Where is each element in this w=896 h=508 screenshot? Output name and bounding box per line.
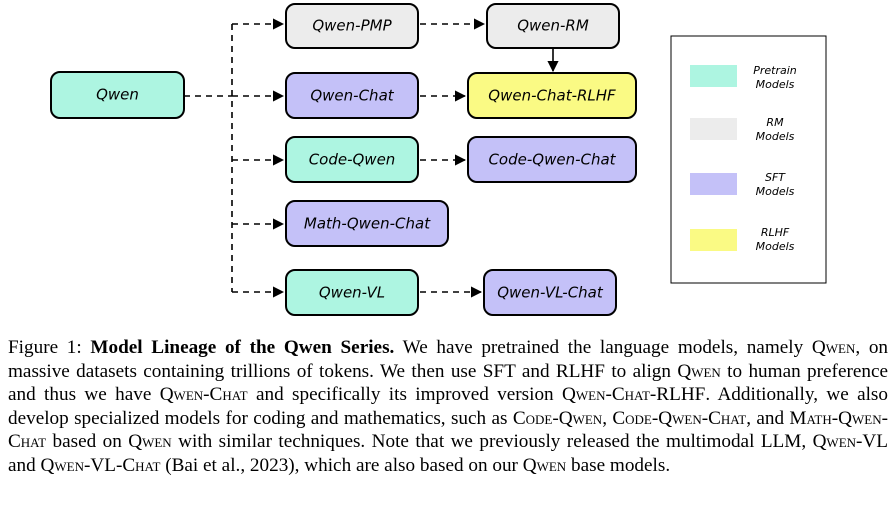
caption-model-name: Qwen-VL: [812, 431, 888, 452]
caption-text: We have pretrained the language models, …: [394, 337, 812, 358]
node-code-qwen-chat: Code-Qwen-Chat: [467, 136, 637, 183]
legend-swatch-pretrain: [690, 65, 737, 87]
node-code-qwen-label: Code-Qwen: [309, 151, 396, 169]
node-qwen-rm-label: Qwen-RM: [517, 17, 589, 35]
legend-pretrain-line1: Pretrain: [753, 64, 797, 77]
node-math-qwen-chat: Math-Qwen-Chat: [285, 200, 449, 247]
legend-pretrain-line2: Models: [756, 78, 795, 91]
caption-text: and specifically its improved version: [247, 384, 562, 405]
node-qwen-rm: Qwen-RM: [486, 3, 620, 49]
caption-model-name: Qwen-Chat: [159, 384, 248, 405]
caption-text: ,: [602, 407, 613, 429]
node-qwen: Qwen: [50, 71, 185, 119]
legend-swatch-rm: [690, 118, 737, 140]
legend-swatch-sft: [690, 173, 737, 195]
legend-rlhf-line2: Models: [756, 240, 795, 253]
node-qwen-label: Qwen: [96, 86, 139, 104]
caption-model-name: Qwen-VL-Chat: [40, 454, 161, 476]
node-qwen-pmp-label: Qwen-PMP: [312, 17, 392, 35]
legend-rm-line2: Models: [756, 130, 795, 143]
caption-text: , on massive datasets containing trillio…: [8, 337, 889, 382]
caption-text: (Bai et al., 2023), which are also based…: [160, 454, 523, 476]
caption-text: and: [8, 454, 41, 476]
node-qwen-chat-rlhf: Qwen-Chat-RLHF: [467, 72, 637, 119]
legend-sft-line2: Models: [756, 185, 795, 198]
legend-rlhf-line1: RLHF: [761, 226, 790, 239]
caption-model-name: Qwen-Chat-RLHF: [562, 384, 706, 405]
caption-model-name: Qwen: [811, 337, 856, 358]
node-qwen-vl-label: Qwen-VL: [319, 284, 385, 302]
caption-model-name: Qwen: [677, 360, 721, 382]
caption-text: to human preference and thus we have: [8, 360, 888, 406]
caption-text: based on: [46, 431, 129, 452]
node-qwen-vl-chat-label: Qwen-VL-Chat: [497, 284, 604, 302]
legend-swatch-rlhf: [690, 229, 737, 251]
caption-text: , and: [746, 407, 790, 429]
node-qwen-pmp: Qwen-PMP: [285, 3, 419, 49]
caption-title: Model Lineage of the Qwen Series.: [90, 337, 395, 358]
node-qwen-vl: Qwen-VL: [285, 269, 419, 316]
caption-model-name: Code-Qwen: [512, 407, 603, 429]
figure-caption: Figure 1: Model Lineage of the Qwen Seri…: [8, 336, 888, 477]
node-math-qwen-chat-label: Math-Qwen-Chat: [304, 215, 431, 233]
caption-model-name: Qwen: [128, 431, 172, 452]
caption-model-name: Qwen: [522, 454, 567, 476]
caption-model-name: Code-Qwen-Chat: [612, 407, 747, 429]
caption-text: base models.: [566, 454, 671, 476]
node-code-qwen-chat-label: Code-Qwen-Chat: [488, 151, 616, 169]
legend: Pretrain Models RM Models SFT Models RLH…: [670, 35, 827, 284]
node-qwen-chat: Qwen-Chat: [285, 72, 419, 119]
caption-model-name: Math-Qwen-Chat: [8, 407, 888, 453]
edges: [184, 18, 559, 298]
node-code-qwen: Code-Qwen: [285, 136, 419, 183]
caption-text: with similar techniques. Note that we pr…: [171, 431, 813, 452]
legend-sft-line1: SFT: [765, 171, 786, 184]
node-qwen-chat-rlhf-label: Qwen-Chat-RLHF: [488, 87, 616, 105]
node-qwen-chat-label: Qwen-Chat: [310, 87, 394, 105]
node-qwen-vl-chat: Qwen-VL-Chat: [483, 269, 617, 316]
caption-text: . Additionally, we also develop speciali…: [8, 384, 888, 429]
lineage-diagram: Qwen Qwen-PMP Qwen-RM Qwen-Chat Qwen-Cha…: [50, 3, 827, 316]
caption-label: Figure 1:: [8, 337, 91, 358]
legend-rm-line1: RM: [766, 116, 784, 129]
